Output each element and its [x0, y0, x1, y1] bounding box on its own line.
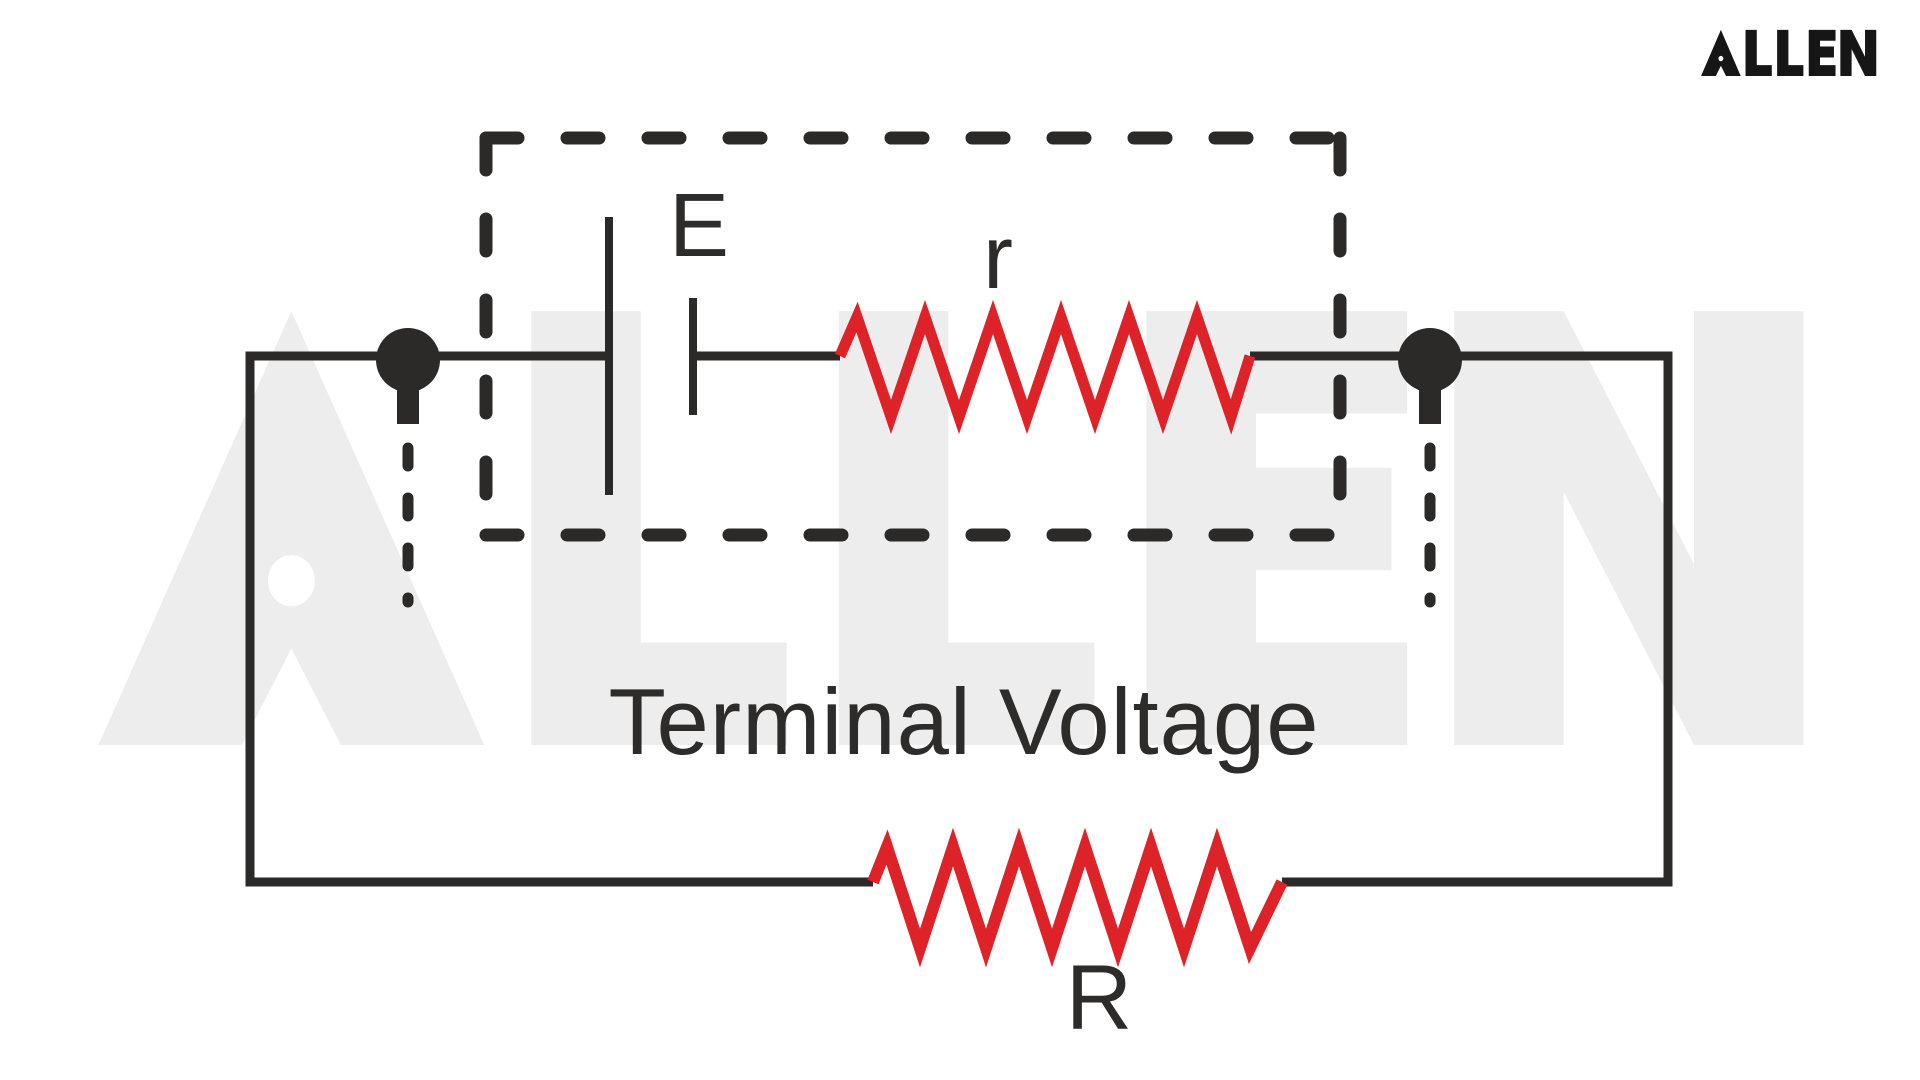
internal-resistance-label: r — [983, 208, 1013, 308]
right-terminal-stem — [1419, 360, 1441, 424]
internal-resistor-zigzag — [834, 299, 1256, 435]
battery-boundary-dashed-box — [479, 131, 1347, 542]
watermark-letter-l1 — [531, 311, 787, 745]
left-terminal-node — [376, 328, 440, 424]
external-resistor-zigzag — [867, 827, 1288, 968]
watermark-letter-e — [1146, 311, 1408, 745]
battery-cell-symbol — [605, 217, 697, 495]
logo-letter-e — [1808, 29, 1836, 76]
wire-right-loop — [1250, 351, 1673, 887]
battery-emf-label: E — [668, 176, 730, 276]
logo-letter-l2 — [1777, 29, 1804, 76]
watermark-letter-a — [98, 311, 485, 745]
logo-letter-l1 — [1745, 29, 1772, 76]
right-terminal-node — [1398, 328, 1462, 424]
allen-watermark — [98, 311, 1804, 745]
left-terminal-stem — [397, 360, 419, 424]
logo-letter-a — [1701, 29, 1741, 76]
circuit-loop-wires — [245, 351, 1673, 887]
terminal-dashed-leaders — [402, 442, 1436, 608]
allen-brand-logo-letters — [1701, 29, 1877, 76]
watermark-letter-l2 — [838, 311, 1095, 745]
external-resistance-label: R — [1065, 947, 1133, 1049]
watermark-letter-n — [1454, 311, 1804, 745]
logo-letter-n — [1840, 29, 1877, 76]
diagram-title: Terminal Voltage — [608, 669, 1320, 774]
allen-brand-logo — [1701, 29, 1877, 76]
allen-watermark-letters — [98, 311, 1804, 745]
wire-left-loop — [245, 351, 873, 887]
